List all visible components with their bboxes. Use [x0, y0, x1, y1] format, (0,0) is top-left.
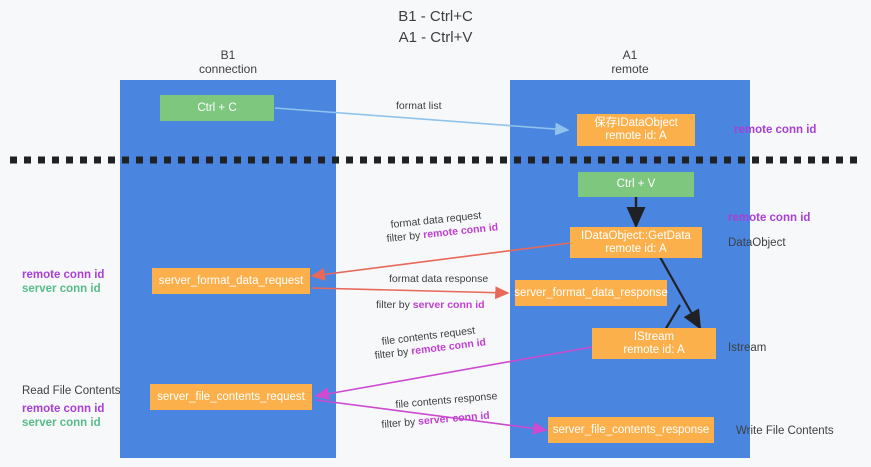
label-format-data-request-filter-prefix: filter by: [386, 229, 424, 245]
label-file-contents-request-filter-prefix: filter by: [374, 345, 412, 362]
annotation-left-server-conn-id-2: server conn id: [22, 417, 101, 429]
lane-header-b1: B1 connection: [120, 48, 336, 76]
box-idataobject-getdata[interactable]: IDataObject::GetData remote id: A: [570, 227, 702, 258]
annotation-left-remote-conn-id: remote conn id: [22, 269, 105, 281]
annotation-left-server-conn-id: server conn id: [22, 283, 101, 295]
box-istream-line2: remote id: A: [623, 343, 685, 356]
label-file-contents-response: file contents response: [395, 390, 498, 411]
annotation-istream: Istream: [728, 342, 767, 354]
arrow-format-data-response: [311, 286, 510, 300]
label-file-contents-response-filter-key: server conn id: [417, 409, 491, 428]
annotation-remote-conn-id-top: remote conn id: [734, 124, 817, 136]
box-server-file-contents-request-label: server_file_contents_request: [157, 390, 305, 403]
lane-header-a1: A1 remote: [510, 48, 750, 76]
box-ctrl-c[interactable]: Ctrl + C: [160, 95, 274, 121]
box-server-file-contents-response-label: server_file_contents_response: [552, 423, 710, 436]
box-idataobject-getdata-line1: IDataObject::GetData: [581, 229, 691, 242]
box-ctrl-c-label: Ctrl + C: [197, 101, 237, 114]
box-server-format-data-request-label: server_format_data_request: [158, 274, 304, 287]
annotation-read-file-contents: Read File Contents: [22, 385, 121, 397]
label-format-data-response-filter-prefix: filter by: [376, 299, 413, 311]
annotation-remote-conn-id-mid: remote conn id: [728, 212, 811, 224]
lane-header-a1-role: remote: [611, 62, 649, 76]
lane-header-a1-name: A1: [622, 48, 638, 62]
lane-header-b1-name: B1: [220, 48, 236, 62]
box-save-idataobject-line1: 保存IDataObject: [594, 117, 678, 129]
label-format-list: format list: [396, 100, 442, 112]
label-format-data-response-filter: filter by server conn id: [376, 299, 485, 312]
label-format-data-response-filter-key: server conn id: [412, 299, 485, 311]
box-save-idataobject[interactable]: 保存IDataObject remote id: A: [577, 114, 695, 146]
box-server-file-contents-request[interactable]: server_file_contents_request: [150, 384, 312, 410]
annotation-write-file-contents: Write File Contents: [736, 425, 834, 437]
annotation-left-remote-conn-id-2: remote conn id: [22, 403, 105, 415]
box-ctrl-v[interactable]: Ctrl + V: [578, 172, 694, 197]
title-line-1: B1 - Ctrl+C: [398, 8, 473, 25]
page-title: B1 - Ctrl+C A1 - Ctrl+V: [0, 6, 871, 48]
annotation-dataobject: DataObject: [728, 237, 786, 249]
title-line-2: A1 - Ctrl+V: [398, 29, 473, 46]
box-save-idataobject-line2: remote id: A: [605, 130, 667, 142]
label-file-contents-response-filter-prefix: filter by: [381, 415, 419, 431]
box-server-file-contents-response[interactable]: server_file_contents_response: [548, 417, 714, 443]
box-istream-line1: IStream: [633, 330, 675, 343]
box-server-format-data-request[interactable]: server_format_data_request: [152, 268, 310, 294]
box-idataobject-getdata-line2: remote id: A: [605, 242, 667, 255]
label-file-contents-response-filter: filter by server conn id: [381, 410, 490, 432]
box-istream[interactable]: IStream remote id: A: [592, 328, 716, 359]
label-format-data-response: format data response: [389, 273, 489, 285]
lane-header-b1-role: connection: [198, 62, 258, 76]
box-server-format-data-response-label: server_format_data_response: [514, 286, 668, 299]
box-ctrl-v-label: Ctrl + V: [616, 178, 656, 190]
box-server-format-data-response[interactable]: server_format_data_response: [514, 280, 668, 306]
